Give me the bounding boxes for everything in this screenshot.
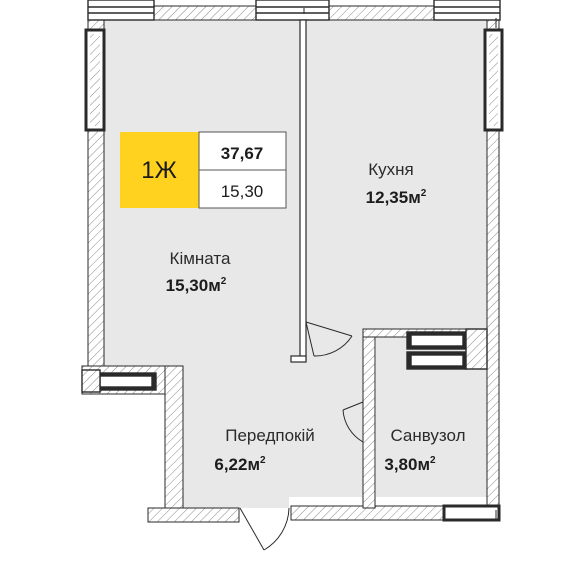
axis-ticks [303,8,497,520]
room-kukhnia: Кухня 12,35м2 [366,160,427,207]
total-area: 37,67 [221,144,264,163]
room-area-kukhnia: 12,35м2 [366,188,427,207]
window-top-middle [255,0,330,21]
bathroom-wall [362,332,376,509]
room-sanvuzol: Санвузол 3,80м2 [384,426,465,474]
room-peredpokii: Передпокій 6,22м2 [214,426,314,474]
room-area-kimnata: 15,30м2 [166,276,227,295]
room-kimnata: Кімната 15,30м2 [166,249,231,295]
room-name-sanvuzol: Санвузол [390,426,465,445]
badge-type-cell [120,132,199,208]
window-left [84,28,106,132]
windows [84,0,504,522]
window-right [483,28,504,132]
living-area: 15,30 [221,182,264,201]
ventilation-shafts [81,328,488,393]
door-bathroom [342,401,364,443]
bottom-wall-left [147,507,240,523]
left-wall-lower [164,365,184,509]
apartment-badge: 1Ж 37,67 15,30 [120,131,287,209]
room-name-kukhnia: Кухня [368,160,414,179]
window-top-left [87,0,155,21]
doors [239,321,364,551]
apartment-type: 1Ж [141,157,177,184]
room-name-kimnata: Кімната [170,249,231,268]
door-kitchen [305,321,353,357]
window-top-right [433,0,501,21]
room-area-peredpokii: 6,22м2 [214,455,266,474]
window-bottom-right [442,504,501,522]
interior-partition [290,19,307,363]
room-name-peredpokii: Передпокій [225,426,315,445]
door-entrance [239,507,290,551]
room-area-sanvuzol: 3,80м2 [384,455,436,474]
room-labels: Кімната 15,30м2 Кухня 12,35м2 Передпокій… [166,160,466,474]
